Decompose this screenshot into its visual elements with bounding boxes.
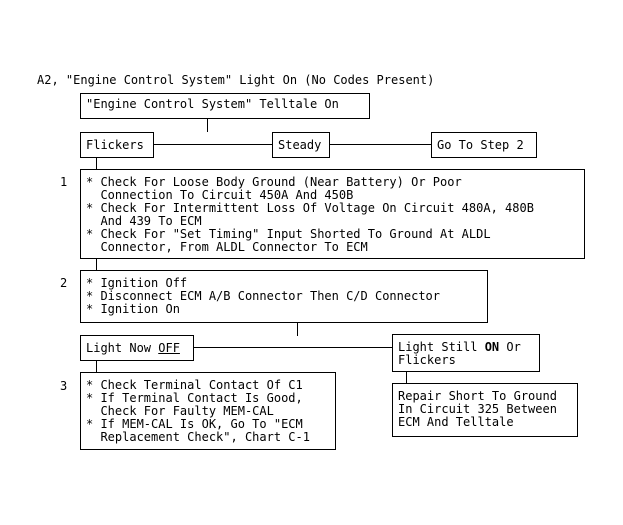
off-emphasis: OFF: [158, 341, 180, 355]
on-emphasis: ON: [484, 340, 500, 354]
step3-box: * Check Terminal Contact Of C1 * If Term…: [80, 372, 336, 450]
light-off-label: Light Now OFF: [86, 341, 180, 355]
connector-line: [297, 322, 298, 336]
step1-line: Connection To Circuit 450A And 450B: [86, 188, 354, 202]
step1-line: * Check For "Set Timing" Input Shorted T…: [86, 227, 491, 241]
light-on-box: Light Still ON Or Flickers: [392, 334, 540, 372]
repair-box: Repair Short To Ground In Circuit 325 Be…: [392, 383, 578, 437]
goto-step2-box: Go To Step 2: [431, 132, 537, 158]
repair-line: In Circuit 325 Between: [398, 402, 557, 416]
step2-line: * Disconnect ECM A/B Connector Then C/D …: [86, 289, 441, 303]
telltale-text: "Engine Control System" Telltale On: [86, 97, 339, 111]
connector-line: [96, 157, 97, 170]
connector-line: [153, 144, 273, 145]
steady-box: Steady: [272, 132, 330, 158]
light-on-label: Light Still ON Or: [398, 340, 521, 354]
step1-line: And 439 To ECM: [86, 214, 202, 228]
connector-line: [406, 371, 407, 384]
step-number-3: 3: [60, 379, 68, 393]
connector-line: [207, 118, 208, 132]
flickers-label: Flickers: [86, 138, 144, 152]
connector-line: [96, 258, 97, 270]
step1-line: * Check For Loose Body Ground (Near Batt…: [86, 175, 462, 189]
steady-label: Steady: [278, 138, 322, 152]
diagram-title: A2, "Engine Control System" Light On (No…: [37, 73, 435, 87]
step3-line: Check For Faulty MEM-CAL: [86, 404, 274, 418]
step3-line: * If MEM-CAL Is OK, Go To "ECM: [86, 417, 303, 431]
step3-line: * If Terminal Contact Is Good,: [86, 391, 303, 405]
telltale-box: "Engine Control System" Telltale On: [80, 93, 370, 119]
connector-line: [193, 347, 393, 348]
connector-line: [329, 144, 432, 145]
light-on-label-line2: Flickers: [398, 353, 456, 367]
step1-box: * Check For Loose Body Ground (Near Batt…: [80, 169, 585, 259]
step-number-2: 2: [60, 276, 68, 290]
step1-line: Connector, From ALDL Connector To ECM: [86, 240, 368, 254]
connector-line: [96, 360, 97, 373]
step2-box: * Ignition Off * Disconnect ECM A/B Conn…: [80, 270, 488, 323]
step3-line: * Check Terminal Contact Of C1: [86, 378, 303, 392]
goto-step2-label: Go To Step 2: [437, 138, 524, 152]
repair-line: Repair Short To Ground: [398, 389, 557, 403]
flickers-box: Flickers: [80, 132, 154, 158]
repair-line: ECM And Telltale: [398, 415, 514, 429]
step2-line: * Ignition Off: [86, 276, 188, 290]
light-off-box: Light Now OFF: [80, 335, 194, 361]
step-number-1: 1: [60, 175, 68, 189]
step3-line: Replacement Check", Chart C-1: [86, 430, 310, 444]
step1-line: * Check For Intermittent Loss Of Voltage…: [86, 201, 534, 215]
step2-line: * Ignition On: [86, 302, 180, 316]
